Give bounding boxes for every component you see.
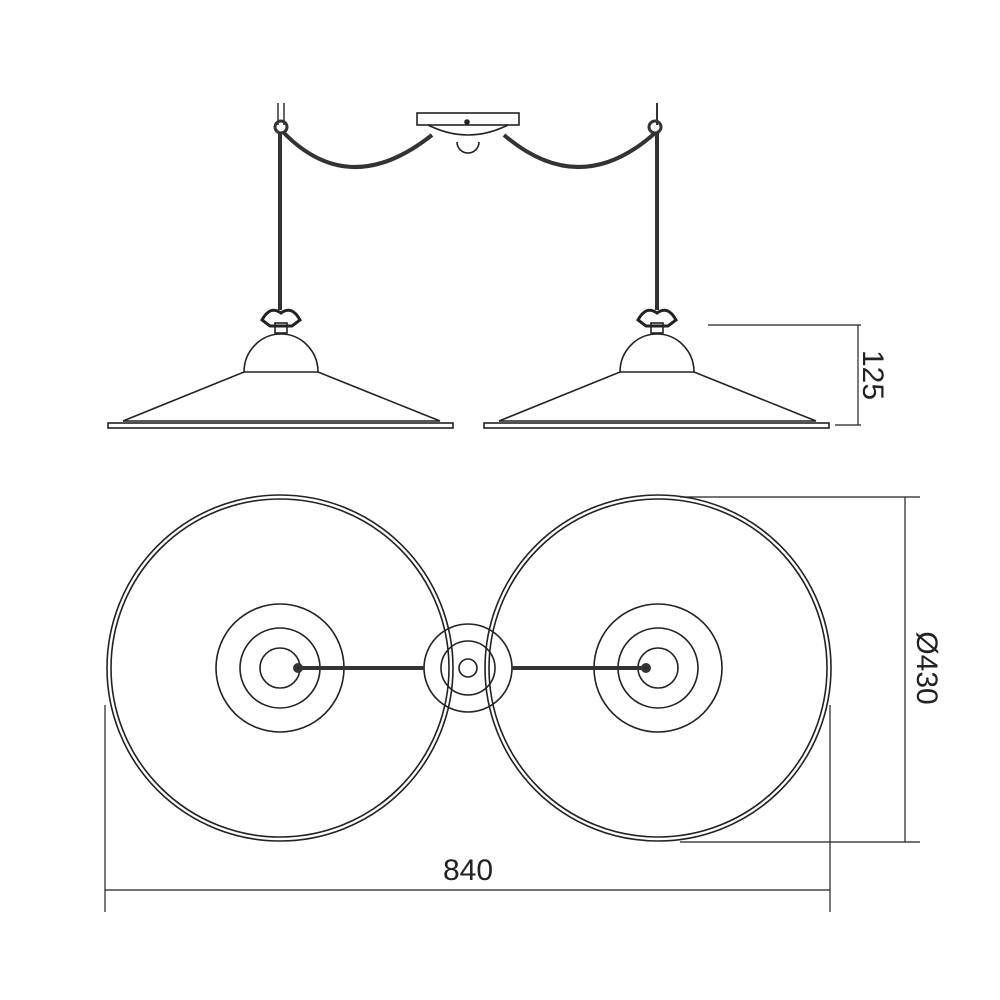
cords-top: [293, 663, 651, 673]
diameter-dimension: [680, 496, 920, 843]
top-view: [104, 494, 920, 912]
left-pendant-side: [107, 308, 454, 429]
width-label: 840: [443, 854, 493, 887]
width-dimension: [104, 705, 831, 912]
ceiling-canopy: [416, 112, 520, 154]
right-pendant-side: [483, 308, 830, 429]
diameter-label: Ø430: [910, 631, 943, 704]
side-view: [107, 103, 861, 429]
height-dimension: [708, 324, 861, 426]
center-canopy-top: [423, 623, 513, 713]
height-label: 125: [856, 350, 889, 400]
cord-swags: [273, 103, 663, 310]
